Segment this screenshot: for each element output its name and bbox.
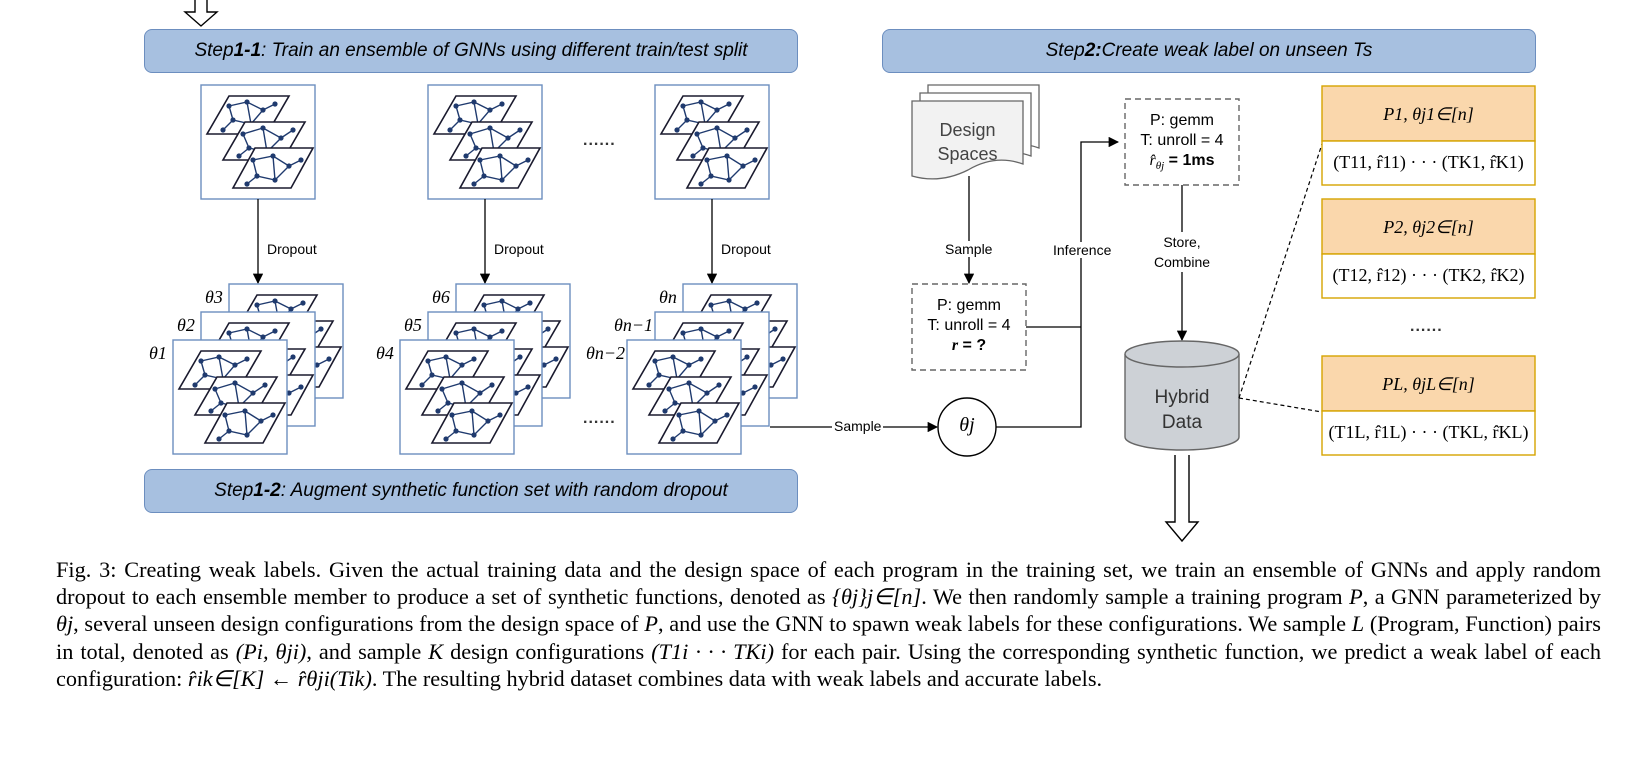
incoming-arrow [183, 0, 219, 27]
prediction-program: P: gemm [1149, 112, 1214, 129]
theta-label-n: θn [659, 287, 677, 307]
dropout-stack-2 [399, 283, 571, 455]
hybrid-link-top [1238, 143, 1323, 399]
config-runtime: r = ? [912, 336, 1026, 356]
theta-j-label: θj [959, 414, 975, 436]
step-1-2-header: Step 1-2: Augment synthetic function set… [144, 469, 798, 513]
sample-label: Sample [832, 418, 884, 434]
theta-label-4: θ4 [376, 343, 394, 363]
prediction-box [1124, 98, 1240, 186]
program-entry-L-row: (T1L, r̂1L) · · · (TKL, r̂KL) [1328, 422, 1529, 442]
theta-label-3: θ3 [205, 287, 223, 307]
dropout-stack-n [626, 283, 798, 455]
step-1-1-number: 1-1 [233, 40, 262, 61]
design-spaces-line2: Spaces [937, 144, 998, 164]
config-program: P: gemm [936, 297, 1001, 314]
step-1-1-header: Step 1-1: Train an ensemble of GNNs usin… [144, 29, 798, 73]
hybrid-data-text: Hybrid Data [1154, 387, 1210, 433]
design-spaces-line1: Design [939, 120, 996, 140]
program-entry-2-row: (T12, r̂12) · · · (TK2, r̂K2) [1332, 265, 1525, 285]
program-entry-1-head: P1, θj1∈[n] [1383, 104, 1474, 124]
dropout-label-3: Dropout [721, 241, 771, 257]
ensemble-ellipsis-bottom: ...... [583, 410, 616, 427]
config-box-text: P: gemm T: unroll = 4 r = ? [912, 296, 1026, 356]
store-combine-label: Store, Combine [1150, 232, 1214, 272]
hybrid-link-bottom [1238, 397, 1323, 413]
step-1-2-number: 1-2 [253, 480, 281, 501]
step-1-1-prefix: Step [194, 40, 234, 61]
prediction-transform: T: unroll = 4 [1140, 132, 1224, 149]
program-entry-2-head: P2, θj2∈[n] [1383, 217, 1474, 237]
design-sample-label: Sample [943, 241, 995, 257]
step-2-number: 2: [1084, 40, 1102, 61]
theta-label-n-minus-2: θn−2 [586, 343, 625, 363]
dropout-label-1: Dropout [267, 241, 317, 257]
config-box [911, 283, 1027, 371]
gnn-ensemble-member-1 [200, 84, 316, 200]
theta-label-5: θ5 [404, 315, 422, 335]
program-entry-L-box [1321, 355, 1536, 456]
step-2-text: Create weak label on unseen Ts [1101, 40, 1373, 61]
dropout-label-2: Dropout [494, 241, 544, 257]
theta-label-2: θ2 [177, 315, 195, 335]
program-entry-2-box [1321, 198, 1536, 299]
gnn-ensemble-member-n [654, 84, 770, 200]
program-entry-L-head: PL, θjL∈[n] [1382, 374, 1475, 394]
theta-label-n-minus-1: θn−1 [614, 315, 653, 335]
ensemble-ellipsis-top: ...... [583, 132, 616, 149]
prediction-box-text: P: gemm T: unroll = 4 r̂θj = 1ms [1125, 111, 1239, 176]
program-entry-1-box [1321, 85, 1536, 186]
design-spaces-text: Design Spaces [912, 118, 1023, 166]
design-spaces-document [911, 84, 1040, 180]
diagram-figure: Step 1-1: Train an ensemble of GNNs usin… [144, 0, 1536, 543]
theta-label-1: θ1 [149, 343, 167, 363]
dropout-stack-1 [172, 283, 344, 455]
hybrid-data-cylinder [1124, 340, 1240, 451]
step-1-2-text: : Augment synthetic function set with ra… [280, 480, 728, 501]
step-2-header: Step 2: Create weak label on unseen Ts [882, 29, 1536, 73]
inference-connector [996, 136, 1120, 428]
gnn-ensemble-member-2 [427, 84, 543, 200]
step-2-prefix: Step [1045, 40, 1085, 61]
inference-label: Inference [1051, 242, 1114, 258]
program-entries-ellipsis: ...... [1410, 318, 1443, 335]
step-1-2-prefix: Step [214, 480, 254, 501]
program-entry-1-row: (T11, r̂11) · · · (TK1, r̂K1) [1333, 152, 1524, 172]
config-runtime-var: r [951, 337, 959, 354]
config-transform: T: unroll = 4 [927, 317, 1011, 334]
output-arrow [1164, 455, 1200, 543]
prediction-runtime: r̂θj = 1ms [1149, 152, 1215, 173]
theta-label-6: θ6 [432, 287, 450, 307]
diagram-canvas [172, 0, 1536, 543]
config-runtime-value: = ? [958, 337, 987, 354]
step-1-1-text: : Train an ensemble of GNNs using differ… [261, 40, 748, 61]
figure-caption: Fig. 3: Creating weak labels. Given the … [56, 557, 1601, 691]
